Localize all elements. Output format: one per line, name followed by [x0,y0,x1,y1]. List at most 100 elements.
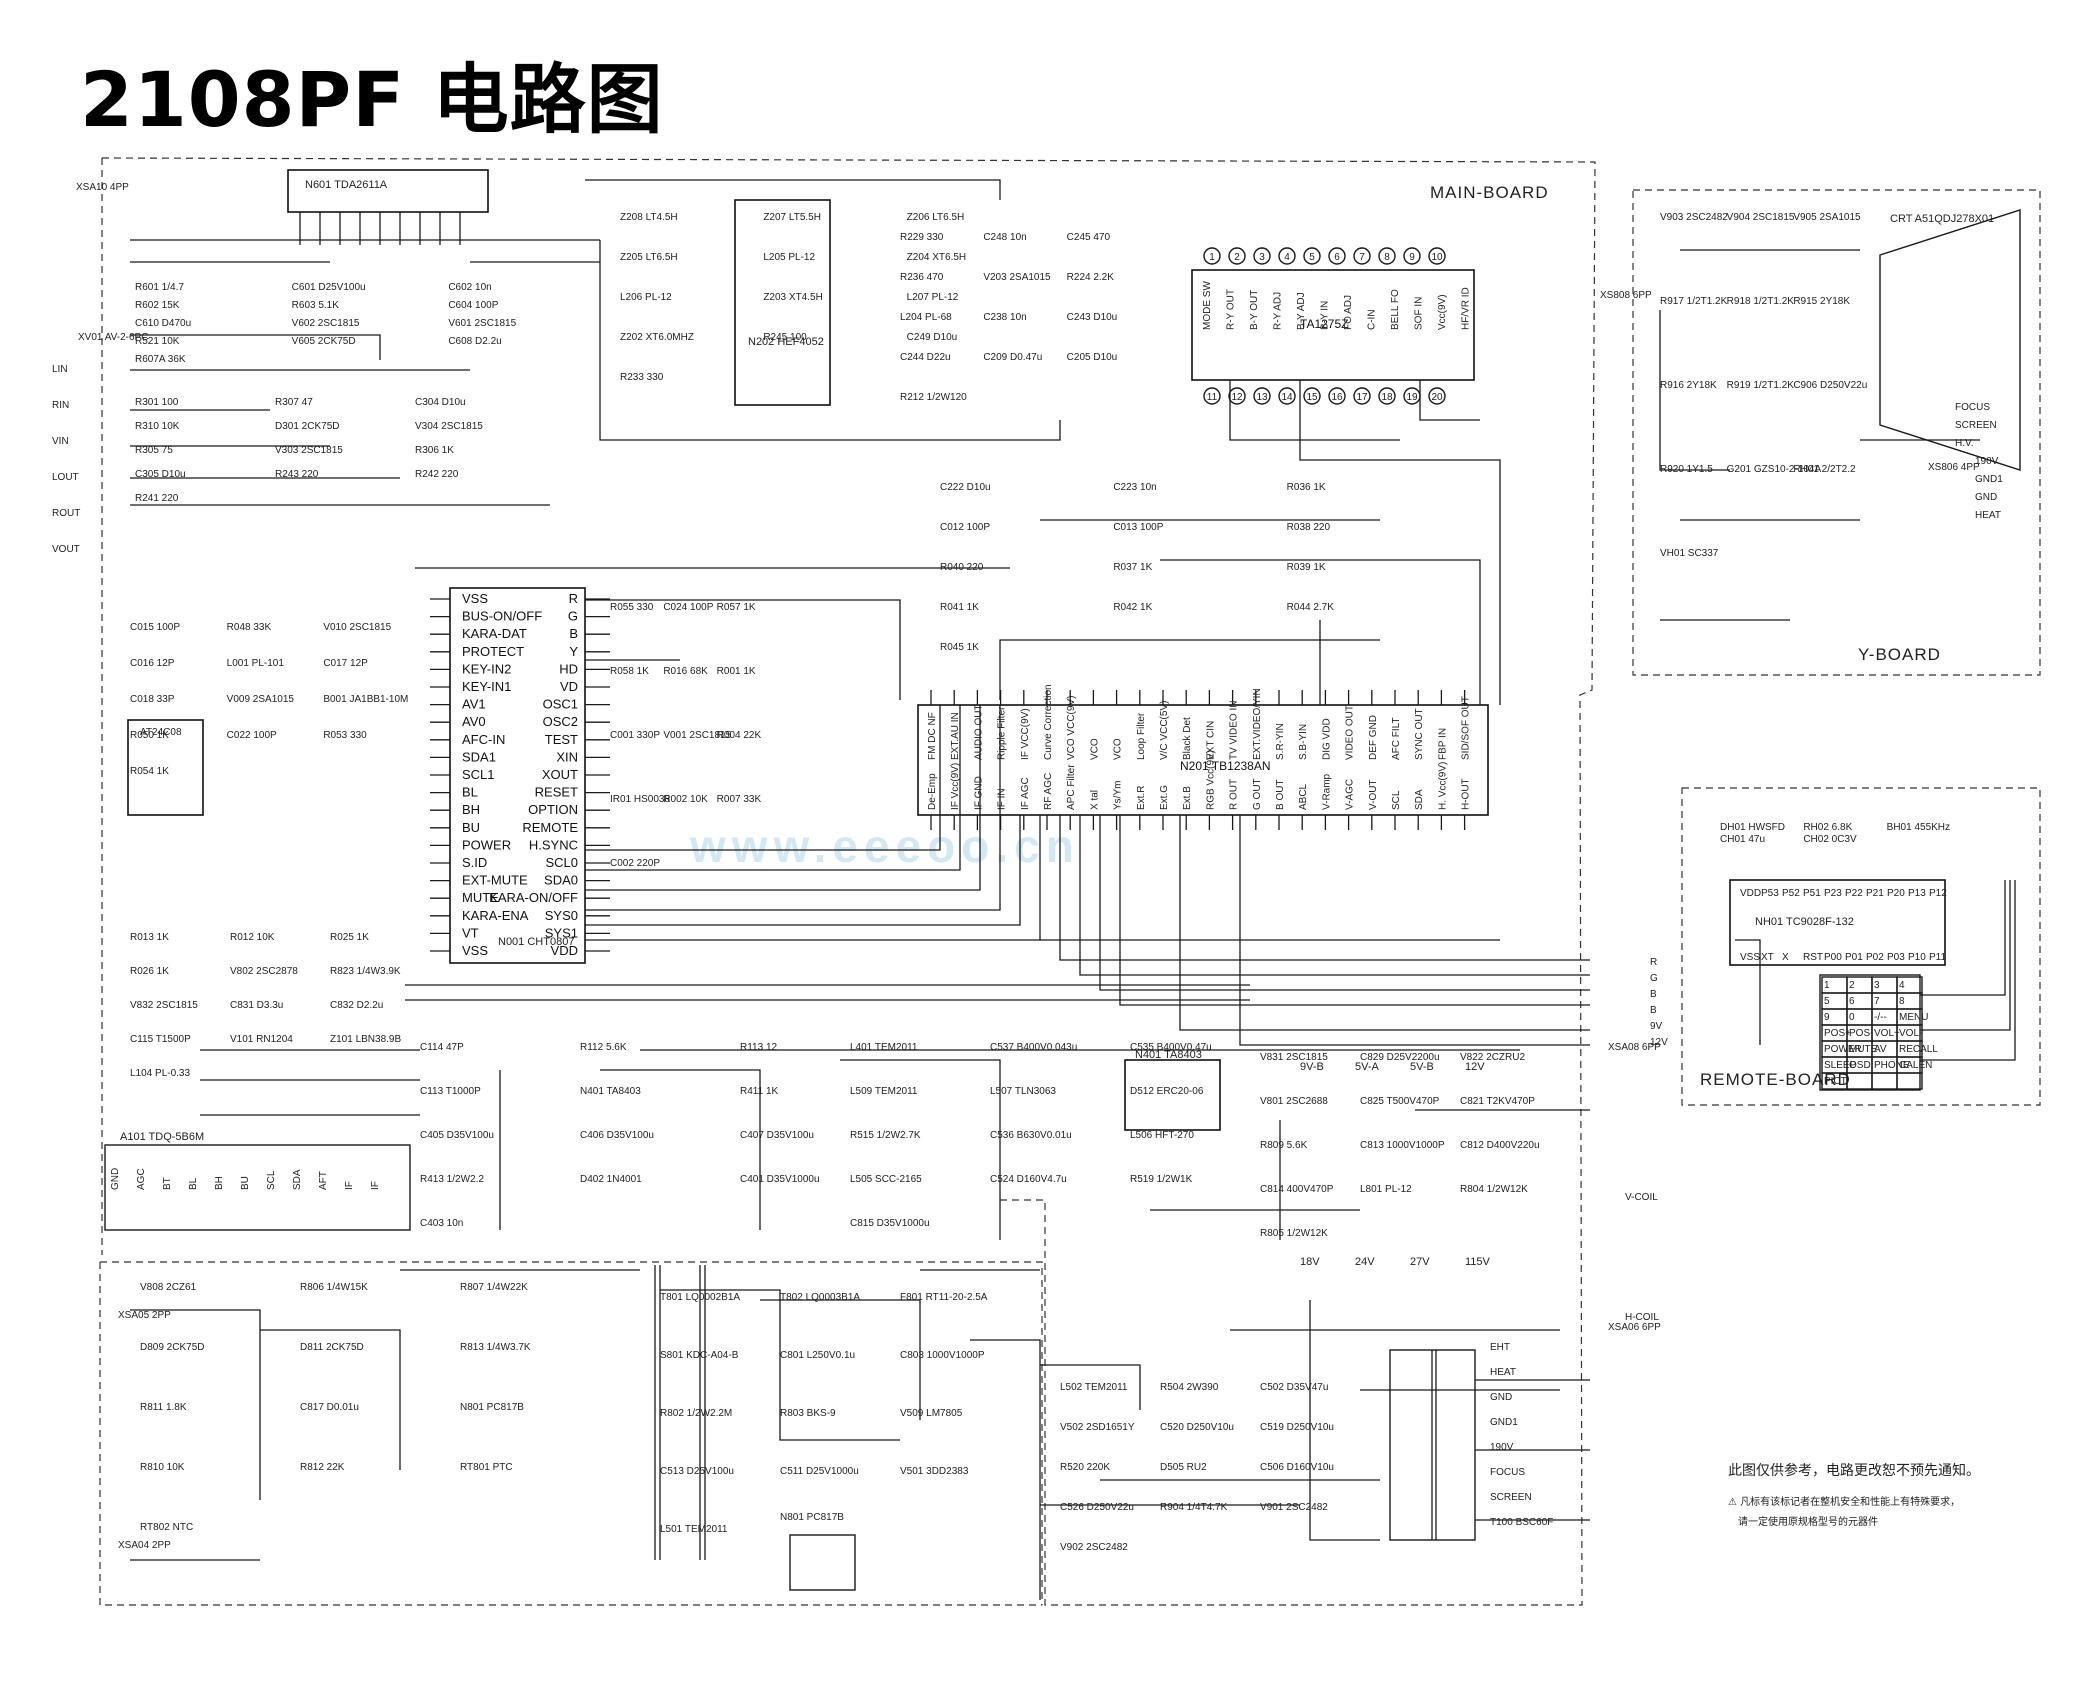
remote-key-label: 6 [1849,996,1855,1007]
tb1238-pin-top: VCO VCC(9V) [1066,696,1077,760]
pin-number-circle [1278,387,1296,405]
cpu-pin-left: SDA1 [462,749,496,764]
ta1275-pin: C-IN [1367,309,1378,330]
component-label: R224 2.2K [1067,272,1115,283]
component-label: V822 2CZRU2 [1460,1052,1525,1063]
optocoupler-label: N801 PC817B [780,1512,844,1523]
tb1238-pin-bottom: G OUT [1252,778,1263,810]
component-label: R504 2W390 [1160,1382,1219,1393]
ta1275-pin-number: 4 [1284,252,1290,263]
fbt-pin-label: FOCUS [1490,1467,1525,1478]
component-label: L501 TEM2011 [660,1524,728,1535]
component-label: R823 1/4W3.9K [330,966,401,977]
remote-key-label: PICT [1824,1076,1847,1087]
nh01-pin-bottom: P02 [1866,952,1884,963]
tuner-pin: BL [188,1177,199,1190]
component-label: R038 220 [1287,522,1331,533]
component-label: S801 KDC-A04-B [660,1350,739,1361]
crt-pin-label: 190V [1975,456,1999,467]
av-jack-label: ROUT [52,508,80,519]
nh01-pin-top: P21 [1866,888,1884,899]
cpu-pin-right: TEST [545,732,578,747]
cpu-pin-right: VDD [551,943,578,958]
component-label: C244 D22u [900,352,951,363]
ta1275-pin-number: 9 [1409,252,1415,263]
component-label: Z101 LBN38.9B [330,1034,401,1045]
ic-n601: N601 TDA2611A [287,169,489,245]
watermark: www.eeeoo.cn [689,820,1080,872]
component-label: C815 D35V1000u [850,1218,930,1229]
component-label: C209 D0.47u [983,352,1042,363]
component-label: C831 D3.3u [230,1000,283,1011]
tb1238-pin-bottom: X tal [1089,790,1100,810]
component-label: R305 75 [135,445,173,456]
component-label: F801 RT11-20-2.5A [900,1292,988,1303]
component-label: B001 JA1BB1-10M [323,694,408,705]
component-label: L502 TEM2011 [1060,1382,1128,1393]
board-labels: MAIN-BOARD Y-BOARD REMOTE-BOARD [1430,183,1940,1089]
page-title: 2108PF 电路图 [80,55,664,144]
ta1275-pin: B-Y IN [1320,301,1331,330]
remote-key-label: 1 [1824,980,1830,991]
remote-key-matrix-frame [1819,974,1921,1091]
component-label: C506 D160V10u [1260,1462,1334,1473]
component-label: R057 1K [717,602,756,613]
cpu-pin-left: KEY-IN2 [462,661,511,676]
ic-cpu: N001 CHT0807 [449,587,586,964]
component-label: DH01 HWSFD [1720,822,1785,833]
cpu-pin-left: AV0 [462,714,486,729]
tb1238-pin-top: VCO [1089,738,1100,760]
component-label: R236 470 [900,272,944,283]
component-label: L205 PL-12 [763,252,815,263]
component-label: R112 5.6K [580,1042,627,1053]
component-label: V832 2SC1815 [130,1000,198,1011]
connector-labels: XSA10 4PP XV01 AV-2-6PC XSA05 2PP XSA04 … [76,182,1980,1551]
ta1275-pin: MODE SW [1202,281,1213,330]
component-label: R004 22K [717,730,762,741]
component-label: D809 2CK75D [140,1342,204,1353]
nh01-pin-bottom: VSS [1740,952,1760,963]
key-cell [1896,1072,1923,1090]
tb1238-pin-top: EXT.VIDEO/YIN [1252,688,1263,760]
component-label: V831 2SC1815 [1260,1052,1328,1063]
switching-transformer [654,1265,706,1560]
component-label: CH02 0C3V [1803,834,1857,845]
component-label: V802 2SC2878 [230,966,298,977]
ta1275-pin-number: 19 [1406,392,1418,403]
component-label: C601 D25V100u [292,282,366,293]
component-label: C245 470 [1067,232,1111,243]
nh01-pin-top: P51 [1803,888,1821,899]
ta1275-pin: HF/VR ID [1461,287,1472,330]
cpu-pin-left: BH [462,802,480,817]
tb1238-pin-bottom: IF Vcc(9V) [950,763,961,810]
cpu-pin-right: HD [559,661,578,676]
component-label: CH01 47u [1720,834,1765,845]
component-label: C016 12P [130,658,175,669]
crt-label: CRT A51QDJ278X01 [1890,213,1994,225]
component-label: C906 D250V22u [1793,380,1867,391]
tb1238-pin-top: FM DC NF [927,712,938,760]
power-rail-label: 5V-B [1410,1061,1434,1073]
fbt-pin-label: 190V [1490,1442,1514,1453]
tb1238-pin-bottom: Ext.G [1159,785,1170,810]
remote-key-label: POS+ [1824,1028,1851,1039]
component-label: R310 10K [135,421,180,432]
component-label: C803 1000V1000P [900,1350,985,1361]
remote-key-label: MUTE [1849,1044,1878,1055]
component-label: RH02 6.8K [1803,822,1852,833]
component-label: R803 BKS-9 [780,1408,836,1419]
tb1238-pin-bottom: SDA [1414,789,1425,810]
power-rail-label: 27V [1410,1256,1430,1268]
component-label: D512 ERC20-06 [1130,1086,1204,1097]
remote-key-label: MENU [1899,1012,1928,1023]
ic-eeprom-label: AT24C08 [140,727,182,738]
remote-key-label: 4 [1899,980,1905,991]
tuner-pin: BU [240,1176,251,1190]
component-label: R607A 36K [135,354,186,365]
ta1275-pin-number: 7 [1359,252,1365,263]
pin-number-circle [1353,247,1371,265]
component-label: C012 100P [940,522,990,533]
component-label: R039 1K [1287,562,1326,573]
component-label: V605 2CK75D [292,336,356,347]
